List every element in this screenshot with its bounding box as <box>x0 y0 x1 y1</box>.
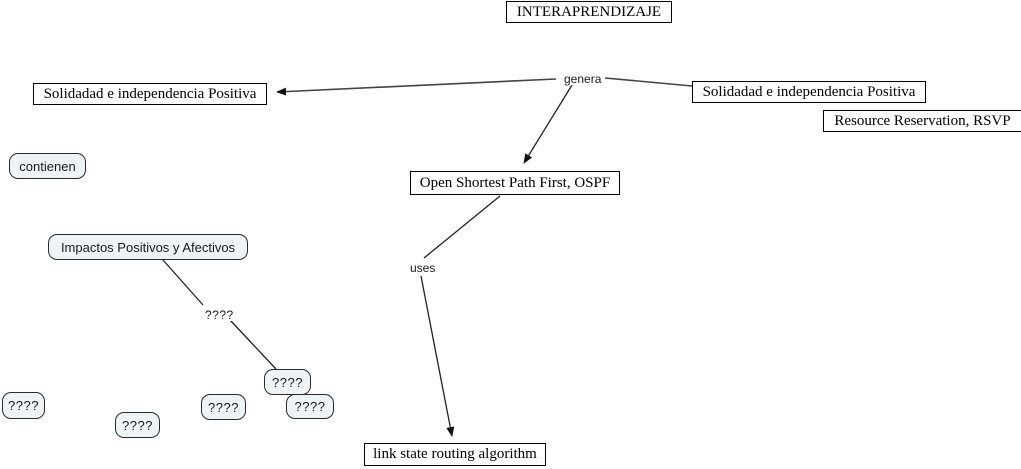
node-unknown-5-label: ???? <box>122 417 153 433</box>
node-solidadad-right[interactable]: Solidadad e independencia Positiva <box>692 81 926 103</box>
node-unknown-1-label: ???? <box>272 374 303 390</box>
node-unknown-2-label: ???? <box>294 399 326 414</box>
node-rsvp-label: Resource Reservation, RSVP <box>834 112 1011 129</box>
node-ospf-label: Open Shortest Path First, OSPF <box>419 174 611 191</box>
node-impactos[interactable]: Impactos Positivos y Afectivos <box>48 234 248 260</box>
edge-unknown-label-to-unknown-node <box>229 319 277 370</box>
edge-label-uses[interactable]: uses <box>408 261 438 275</box>
node-title-label: INTERAPRENDIZAJE <box>516 3 662 20</box>
edge-label-unknown[interactable]: ???? <box>203 308 236 322</box>
node-contienen[interactable]: contienen <box>9 153 86 179</box>
edge-uses-to-link-state <box>420 275 455 437</box>
edge-impactos-to-unknown-label <box>162 259 204 306</box>
node-impactos-label: Impactos Positivos y Afectivos <box>60 239 236 255</box>
edge-genera-to-ospf <box>523 84 573 164</box>
edge-label-genera[interactable]: genera <box>562 72 604 86</box>
node-solidadad-right-label: Solidadad e independencia Positiva <box>702 83 916 100</box>
node-ospf[interactable]: Open Shortest Path First, OSPF <box>410 171 620 195</box>
node-solidadad-left[interactable]: Solidadad e independencia Positiva <box>33 83 267 105</box>
edge-genera-to-solidadad-right <box>604 77 693 87</box>
node-rsvp[interactable]: Resource Reservation, RSVP <box>823 110 1021 132</box>
node-unknown-3[interactable]: ???? <box>201 394 246 420</box>
node-unknown-4-label: ???? <box>8 398 39 413</box>
node-link-state-label: link state routing algorithm <box>373 446 537 462</box>
node-unknown-5[interactable]: ???? <box>115 412 160 438</box>
node-unknown-4[interactable]: ???? <box>2 392 45 419</box>
node-title[interactable]: INTERAPRENDIZAJE <box>506 1 672 23</box>
node-contienen-label: contienen <box>19 158 76 174</box>
node-link-state[interactable]: link state routing algorithm <box>364 443 546 466</box>
edge-genera-to-solidadad-left <box>276 78 557 96</box>
node-solidadad-left-label: Solidadad e independencia Positiva <box>43 85 257 102</box>
edge-ospf-to-uses <box>423 195 501 259</box>
node-unknown-3-label: ???? <box>208 399 239 415</box>
node-unknown-1[interactable]: ???? <box>264 369 311 395</box>
node-unknown-2[interactable]: ???? <box>286 394 334 419</box>
